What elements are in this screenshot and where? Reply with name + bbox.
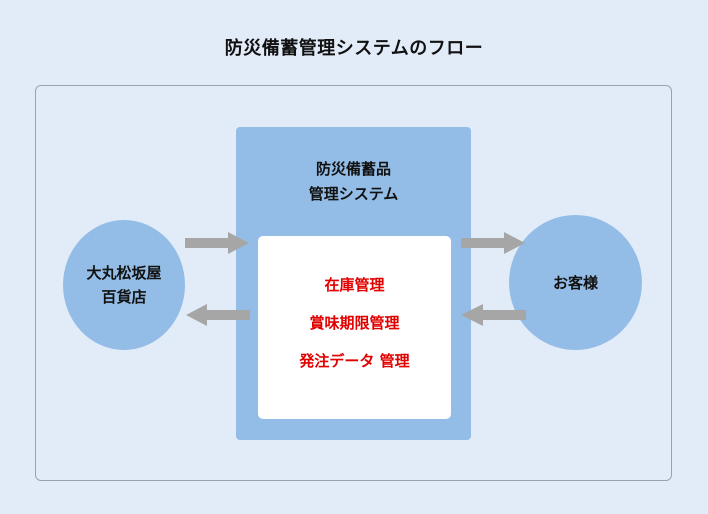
function-list: 在庫管理 賞味期限管理 発注データ 管理 <box>258 276 451 390</box>
diagram-frame <box>35 85 672 481</box>
function-order-data: 発注データ 管理 <box>299 352 410 370</box>
system-title: 防災備蓄品 管理システム <box>236 157 471 207</box>
store-node: 大丸松坂屋 百貨店 <box>63 220 185 350</box>
store-label-line1: 大丸松坂屋 <box>86 264 162 282</box>
system-functions-box: 在庫管理 賞味期限管理 発注データ 管理 <box>258 236 451 419</box>
function-inventory: 在庫管理 <box>324 276 385 294</box>
diagram-title: 防災備蓄管理システムのフロー <box>224 38 484 59</box>
customer-node: お客様 <box>509 215 642 350</box>
customer-label: お客様 <box>552 273 598 292</box>
arrow-system-to-store <box>186 304 250 326</box>
store-label-line2: 百貨店 <box>101 288 147 306</box>
arrow-customer-to-system <box>461 304 526 326</box>
system-title-line2: 管理システム <box>308 185 399 203</box>
arrow-system-to-customer <box>461 232 525 254</box>
system-title-line1: 防災備蓄品 <box>315 160 391 178</box>
function-expiry: 賞味期限管理 <box>309 314 400 332</box>
arrow-store-to-system <box>185 232 249 254</box>
